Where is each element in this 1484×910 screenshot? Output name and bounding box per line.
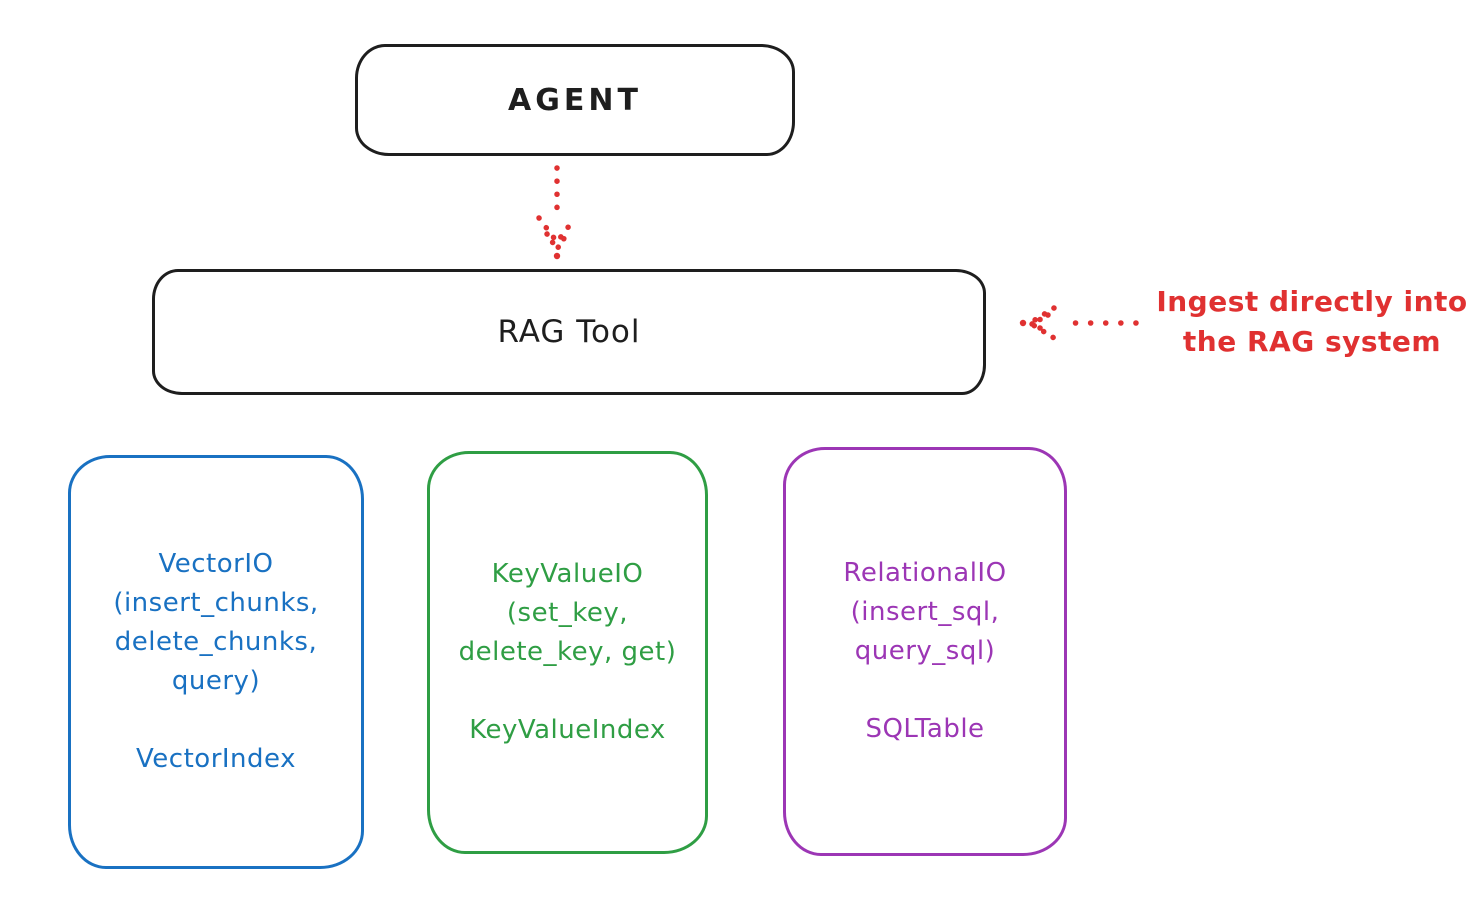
- arrow-down-dotted-icon: [536, 165, 578, 260]
- vector-io-title: VectorIO: [158, 549, 274, 579]
- ingest-annotation: Ingest directly into the RAG system: [1140, 282, 1484, 362]
- agent-box-label: AGENT: [508, 82, 642, 118]
- vector-io-methods-line: query): [171, 666, 261, 696]
- arrow-left-dotted-icon: [1019, 305, 1139, 341]
- vector-index-label: VectorIndex: [136, 744, 296, 774]
- relational-io-card: RelationalIO (insert_sql, query_sql) SQL…: [783, 447, 1067, 856]
- sql-table-label: SQLTable: [865, 714, 985, 744]
- relational-io-methods-line: query_sql): [854, 636, 996, 666]
- ingest-annotation-line2: the RAG system: [1182, 325, 1442, 358]
- keyvalue-io-title: KeyValueIO: [491, 559, 644, 589]
- relational-io-methods-line: (insert_sql,: [850, 597, 1000, 627]
- keyvalue-io-methods-line: (set_key,: [506, 598, 629, 628]
- vector-io-card: VectorIO (insert_chunks, delete_chunks, …: [68, 455, 364, 869]
- rag-tool-box: RAG Tool: [152, 269, 986, 395]
- keyvalue-index-label: KeyValueIndex: [469, 715, 666, 745]
- keyvalue-io-methods-line: delete_key, get): [458, 637, 677, 667]
- keyvalue-io-card: KeyValueIO (set_key, delete_key, get) Ke…: [427, 451, 708, 854]
- vector-io-methods-line: delete_chunks,: [114, 627, 318, 657]
- ingest-annotation-line1: Ingest directly into: [1156, 285, 1468, 318]
- relational-io-title: RelationalIO: [843, 558, 1007, 588]
- rag-tool-box-label: RAG Tool: [497, 314, 641, 350]
- vector-io-methods-line: (insert_chunks,: [113, 588, 319, 618]
- agent-box: AGENT: [355, 44, 795, 156]
